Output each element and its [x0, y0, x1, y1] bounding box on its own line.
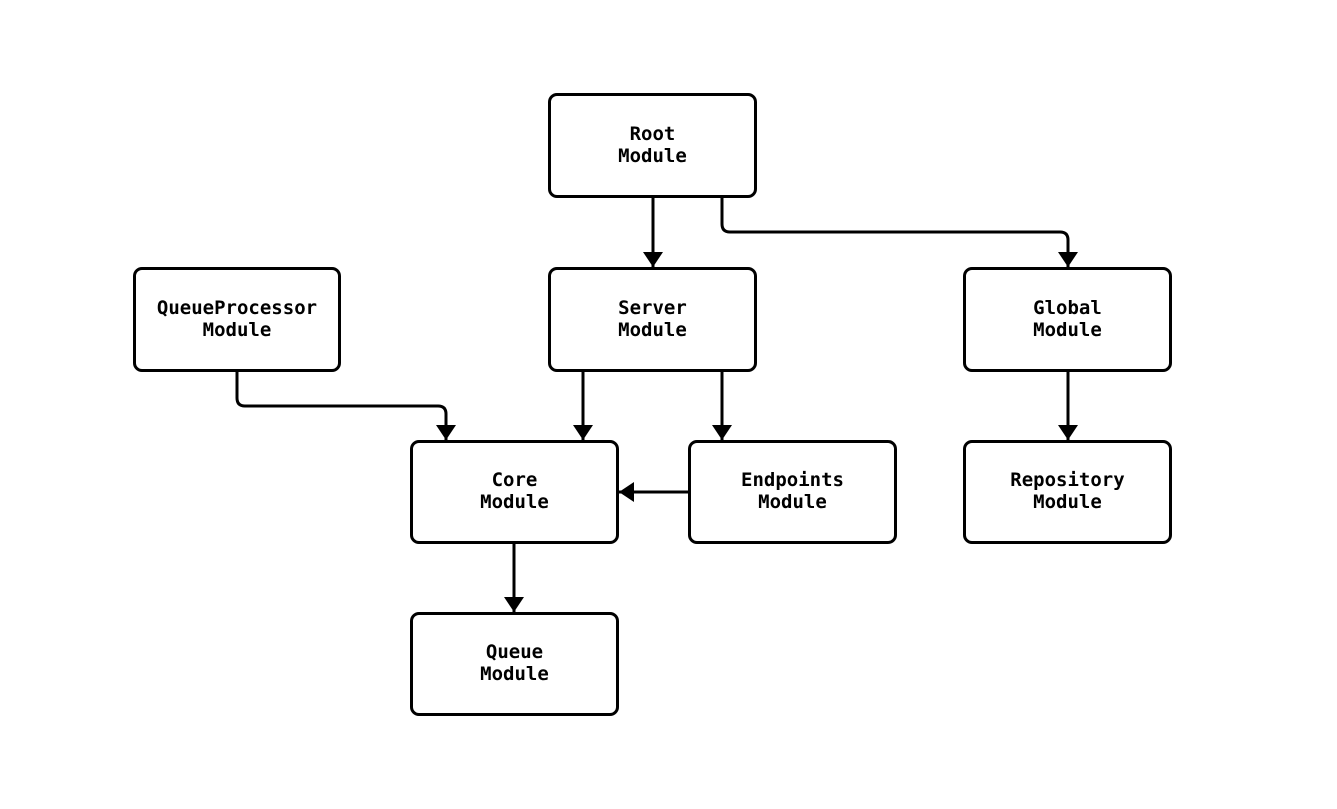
- node-label-queue: Queue Module: [480, 641, 549, 685]
- node-repository: Repository Module: [963, 440, 1172, 544]
- node-label-root: Root Module: [618, 122, 687, 167]
- edges-group: [235, 198, 1078, 612]
- node-core: Core Module: [410, 440, 619, 544]
- node-label-queueprocessor: QueueProcessor Module: [156, 296, 318, 341]
- node-endpoints: Endpoints Module: [688, 440, 897, 544]
- node-queueprocessor: QueueProcessor Module: [133, 267, 341, 372]
- node-label-repository: Repository Module: [1010, 469, 1125, 513]
- node-label-global: Global Module: [1033, 296, 1102, 341]
- node-global: Global Module: [963, 267, 1172, 372]
- node-label-endpoints: Endpoints Module: [741, 469, 844, 513]
- edge-root-to-global: [720, 198, 1078, 267]
- node-queue: Queue Module: [410, 612, 619, 716]
- edge-queueprocessor-to-core: [235, 372, 456, 440]
- node-label-core: Core Module: [480, 469, 549, 513]
- node-server: Server Module: [548, 267, 757, 372]
- node-root: Root Module: [548, 93, 757, 198]
- node-label-server: Server Module: [618, 296, 687, 341]
